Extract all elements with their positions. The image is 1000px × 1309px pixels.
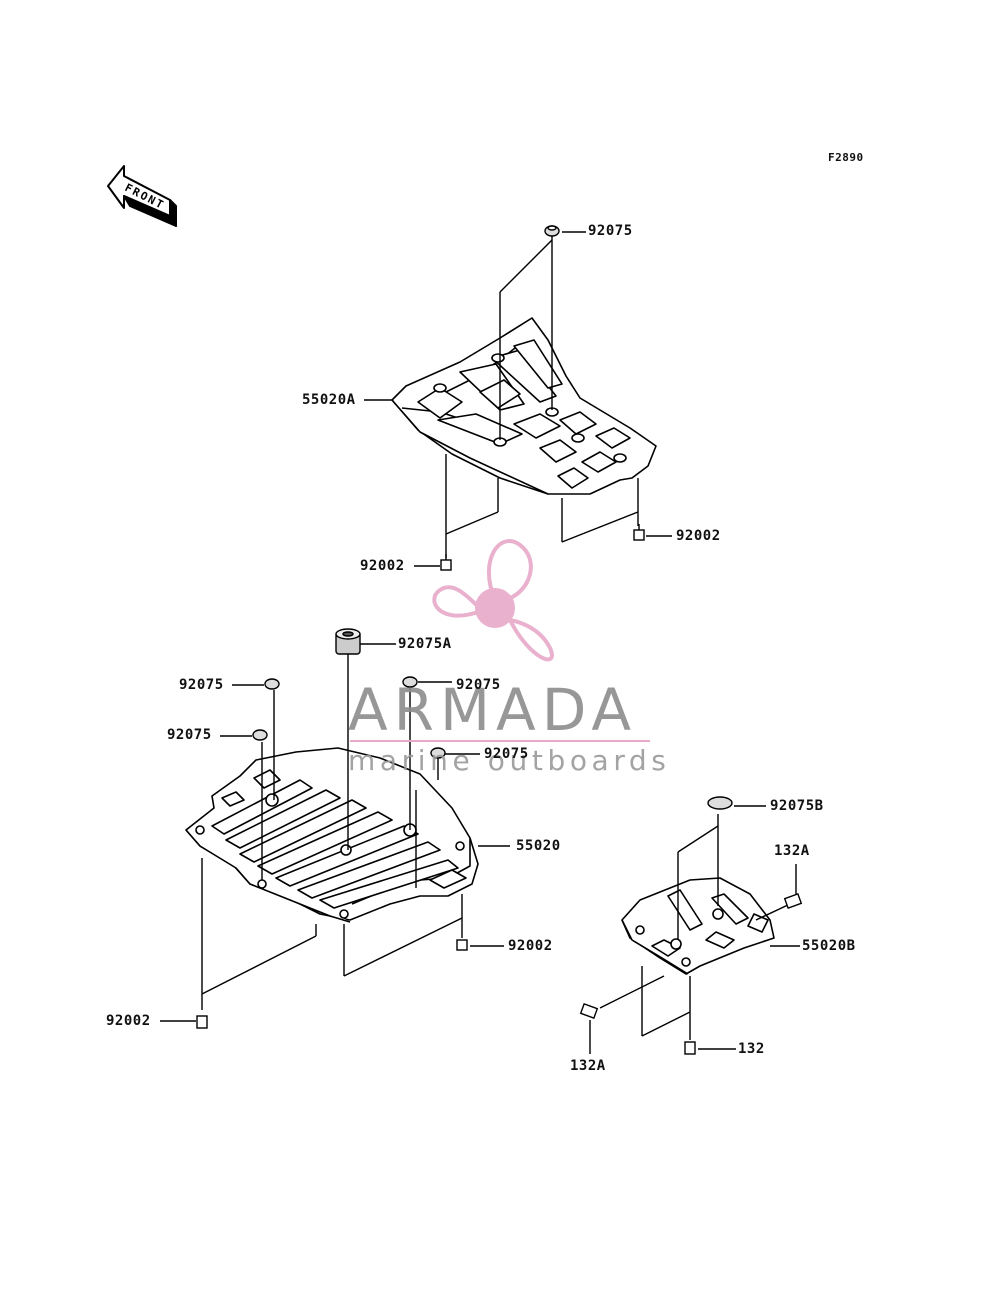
propeller-logo-icon: [432, 539, 554, 662]
top-leader-lines: [364, 231, 672, 567]
label-mid-plate: 55020: [516, 838, 561, 854]
front-arrow-icon: [107, 165, 177, 227]
mid-nut-icons: [252, 676, 446, 759]
label-mid-nut-left-2: 92075: [167, 727, 212, 743]
watermark-brand: ARMADA: [348, 676, 638, 744]
small-bolt-icons: [579, 893, 803, 1055]
label-mid-nut-center-1: 92075: [456, 677, 501, 693]
skid-plate-55020b: [621, 877, 775, 975]
label-top-bolt-left: 92002: [360, 558, 405, 574]
label-top-bolt-right: 92002: [676, 528, 721, 544]
label-small-bolt-top: 132A: [774, 843, 810, 859]
label-top-plate: 55020A: [302, 392, 356, 408]
label-small-bolt-bottom: 132: [738, 1041, 765, 1057]
middle-leader-lines: [160, 643, 510, 1022]
watermark-tagline: marine outboards: [348, 744, 671, 777]
label-mid-bolt-left: 92002: [106, 1013, 151, 1029]
label-small-bolt-left: 132A: [570, 1058, 606, 1074]
small-leader-lines: [589, 805, 800, 1054]
label-collar: 92075A: [398, 636, 452, 652]
label-small-plate: 55020B: [802, 938, 856, 954]
figure-code: F2890: [828, 151, 864, 164]
hex-nut-icon: [544, 225, 560, 237]
watermark-divider: [350, 740, 650, 742]
label-mid-nut-center-2: 92075: [484, 746, 529, 762]
skid-plate-55020a: [391, 317, 657, 495]
label-mid-nut-left-1: 92075: [179, 677, 224, 693]
label-mid-bolt-right: 92002: [508, 938, 553, 954]
label-small-cap: 92075B: [770, 798, 824, 814]
collar-icon: [335, 628, 361, 655]
label-top-nut: 92075: [588, 223, 633, 239]
flange-bolt-icon: [440, 524, 645, 571]
mid-bolt-icons: [196, 939, 468, 1029]
cap-icon: [707, 796, 733, 810]
skid-plate-55020: [185, 747, 479, 923]
